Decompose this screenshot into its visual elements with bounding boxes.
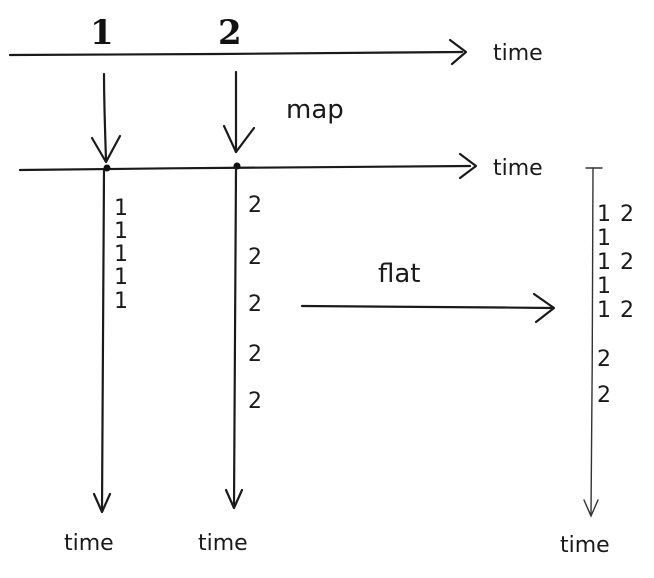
flat-value: 2 bbox=[620, 298, 634, 323]
flat-value: 1 bbox=[597, 202, 611, 227]
top-value-2: 2 bbox=[218, 13, 242, 53]
top-value-1: 1 bbox=[90, 13, 114, 53]
top-time-arrowhead bbox=[448, 38, 468, 66]
branch-1-arrowhead bbox=[92, 492, 112, 514]
branch-1-value: 1 bbox=[114, 265, 128, 290]
flat-time-axis bbox=[590, 167, 594, 515]
flat-time-label: time bbox=[560, 533, 610, 558]
mapped-time-axis bbox=[18, 164, 472, 172]
flat-arrow-head bbox=[532, 292, 556, 324]
branch-2-value: 2 bbox=[248, 342, 262, 367]
map-arrow-1-shaft bbox=[102, 72, 108, 162]
branch-1-value: 1 bbox=[114, 219, 128, 244]
flat-value: 1 bbox=[597, 226, 611, 251]
top-time-label: time bbox=[493, 41, 543, 66]
flat-result: 1 2 1 1 2 1 1 2 2 2 time bbox=[560, 167, 634, 558]
branch-2-value: 2 bbox=[248, 193, 262, 218]
flat-value: 1 bbox=[597, 250, 611, 275]
branch-2-time-label: time bbox=[198, 531, 248, 556]
branch-2-arrowhead bbox=[224, 488, 244, 510]
mapped-time-label: time bbox=[493, 156, 543, 181]
flat-arrow: flat bbox=[300, 259, 556, 324]
flat-value: 2 bbox=[620, 250, 634, 275]
branch-2: 2 2 2 2 2 time bbox=[198, 166, 262, 556]
flat-value: 2 bbox=[597, 347, 611, 372]
flat-value: 1 bbox=[597, 274, 611, 299]
branch-1-value: 1 bbox=[114, 196, 128, 221]
map-arrow-1-head bbox=[90, 134, 122, 164]
branch-2-value: 2 bbox=[248, 245, 262, 270]
branch-2-axis bbox=[232, 166, 238, 508]
branch-2-value: 2 bbox=[248, 292, 262, 317]
flat-label: flat bbox=[378, 259, 421, 289]
mapped-stream: time bbox=[18, 152, 543, 181]
top-stream: 1 2 time bbox=[8, 13, 543, 66]
branch-1-value: 1 bbox=[114, 242, 128, 267]
branch-1-time-label: time bbox=[64, 531, 114, 556]
flat-value: 2 bbox=[597, 383, 611, 408]
flat-value: 1 bbox=[597, 298, 611, 323]
map-arrows: map bbox=[90, 70, 344, 164]
map-label: map bbox=[286, 95, 344, 125]
branch-dot-1 bbox=[103, 164, 111, 172]
flat-time-arrowhead bbox=[583, 499, 599, 518]
branch-1: 1 1 1 1 1 time bbox=[64, 168, 128, 556]
map-arrow-2-head bbox=[222, 124, 256, 154]
branch-1-value: 1 bbox=[114, 289, 128, 314]
top-time-axis bbox=[8, 50, 464, 57]
branch-2-value: 2 bbox=[248, 389, 262, 414]
flat-arrow-shaft bbox=[300, 304, 554, 310]
mapped-time-arrowhead bbox=[458, 152, 478, 180]
flat-value: 2 bbox=[620, 202, 634, 227]
branch-1-axis bbox=[100, 168, 106, 512]
